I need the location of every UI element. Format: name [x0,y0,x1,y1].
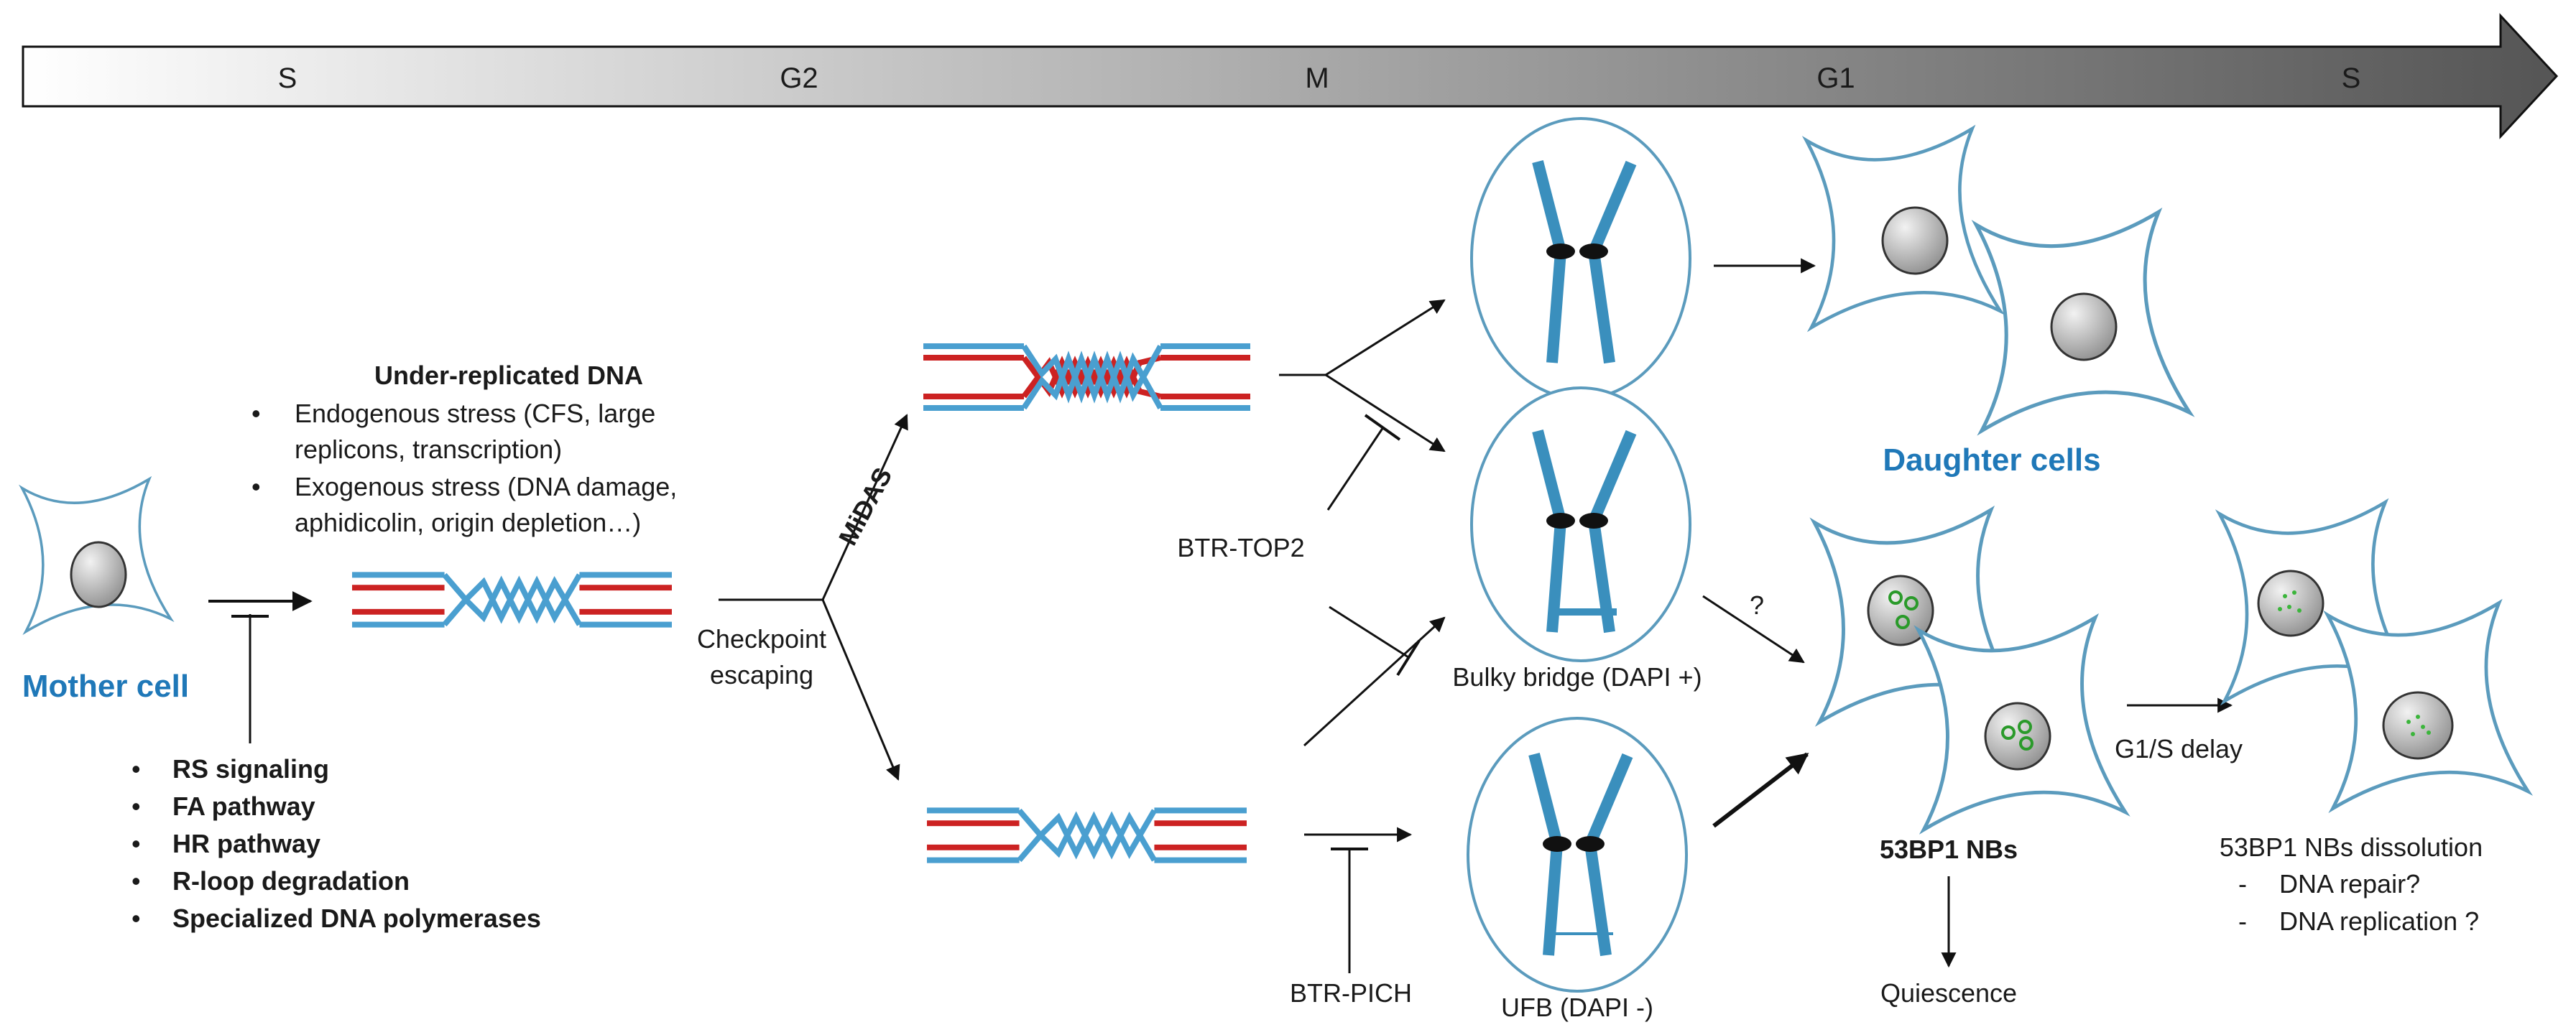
escaped-dna [927,810,1247,860]
phase-s-end: S [2342,62,2361,94]
daughter-cells [1806,129,2189,431]
inhibitor-hr-pathway: HR pathway [172,829,320,858]
exogenous-line2: aphidicolin, origin depletion…) [295,508,641,537]
bulky-bridge-label: Bulky bridge (DAPI +) [1452,662,1702,692]
nbs-label: 53BP1 NBs [1880,835,2018,864]
svg-text:•: • [131,904,141,933]
inhibitor-rs-signaling: RS signaling [172,754,329,784]
under-replicated-dna [352,575,672,624]
svg-text:•: • [131,866,141,896]
btr-top2-label: BTR-TOP2 [1177,533,1304,562]
svg-text:•: • [131,792,141,821]
checkpoint-line1: Checkpoint [697,624,826,654]
mother-nucleus [70,541,127,608]
phase-m: M [1305,62,1329,94]
inhibitor-r-loop: R-loop degradation [172,866,410,896]
nb-cells [1814,510,2125,830]
arrow-ufb-to-nbs [1712,752,1809,828]
svg-text:•: • [251,472,261,501]
phase-g2: G2 [780,62,818,94]
arrow-bulky-to-nbs [1702,595,1805,664]
endogenous-line1: Endogenous stress (CFS, large [295,399,655,428]
option-dna-repair: DNA repair? [2279,869,2420,899]
midas-to-mitosis-arrows [1279,299,1446,747]
phase-g1: G1 [1816,62,1855,94]
inhibition-pathways [231,614,269,743]
mother-cell [20,478,172,633]
mother-cell-label: Mother cell [22,669,189,704]
dissolution-cells [2220,502,2528,808]
cell-cycle-timeline: S G2 M G1 S [22,13,2559,139]
inhibitor-list: • RS signaling • FA pathway • HR pathway… [131,754,541,933]
btr-top2-inhibition [1326,414,1421,677]
ufb-label: UFB (DAPI -) [1501,993,1653,1022]
dissolution-title: 53BP1 NBs dissolution [2220,832,2483,862]
svg-text:•: • [251,399,261,428]
endogenous-line2: replicons, transcription) [295,435,562,464]
svg-text:•: • [131,829,141,858]
midas-dna [923,343,1250,411]
g1s-delay-label: G1/S delay [2115,734,2243,764]
btr-pich-inhibition [1331,848,1368,973]
mitotic-cell-ufb [1467,717,1688,993]
exogenous-line1: Exogenous stress (DNA damage, [295,472,677,501]
under-replicated-block: Under-replicated DNA • Endogenous stress… [251,361,677,537]
branch-arrows [719,414,908,781]
question-mark: ? [1750,590,1764,620]
inhibitor-polymerases: Specialized DNA polymerases [172,904,541,933]
dash-1: - [2238,869,2247,899]
daughter-cells-label: Daughter cells [1883,442,2100,478]
under-replicated-title: Under-replicated DNA [374,361,643,390]
mitotic-cell-normal [1470,117,1691,400]
quiescence-label: Quiescence [1880,978,2017,1008]
inhibitor-fa-pathway: FA pathway [172,792,315,821]
dash-2: - [2238,906,2247,936]
checkpoint-line2: escaping [710,660,813,690]
option-dna-replication: DNA replication ? [2279,906,2479,936]
svg-text:•: • [131,754,141,784]
btr-pich-label: BTR-PICH [1290,978,1412,1008]
phase-s-start: S [278,62,297,94]
midas-label: MiDAS [833,463,898,550]
mitotic-cell-bulky-bridge [1470,386,1691,662]
